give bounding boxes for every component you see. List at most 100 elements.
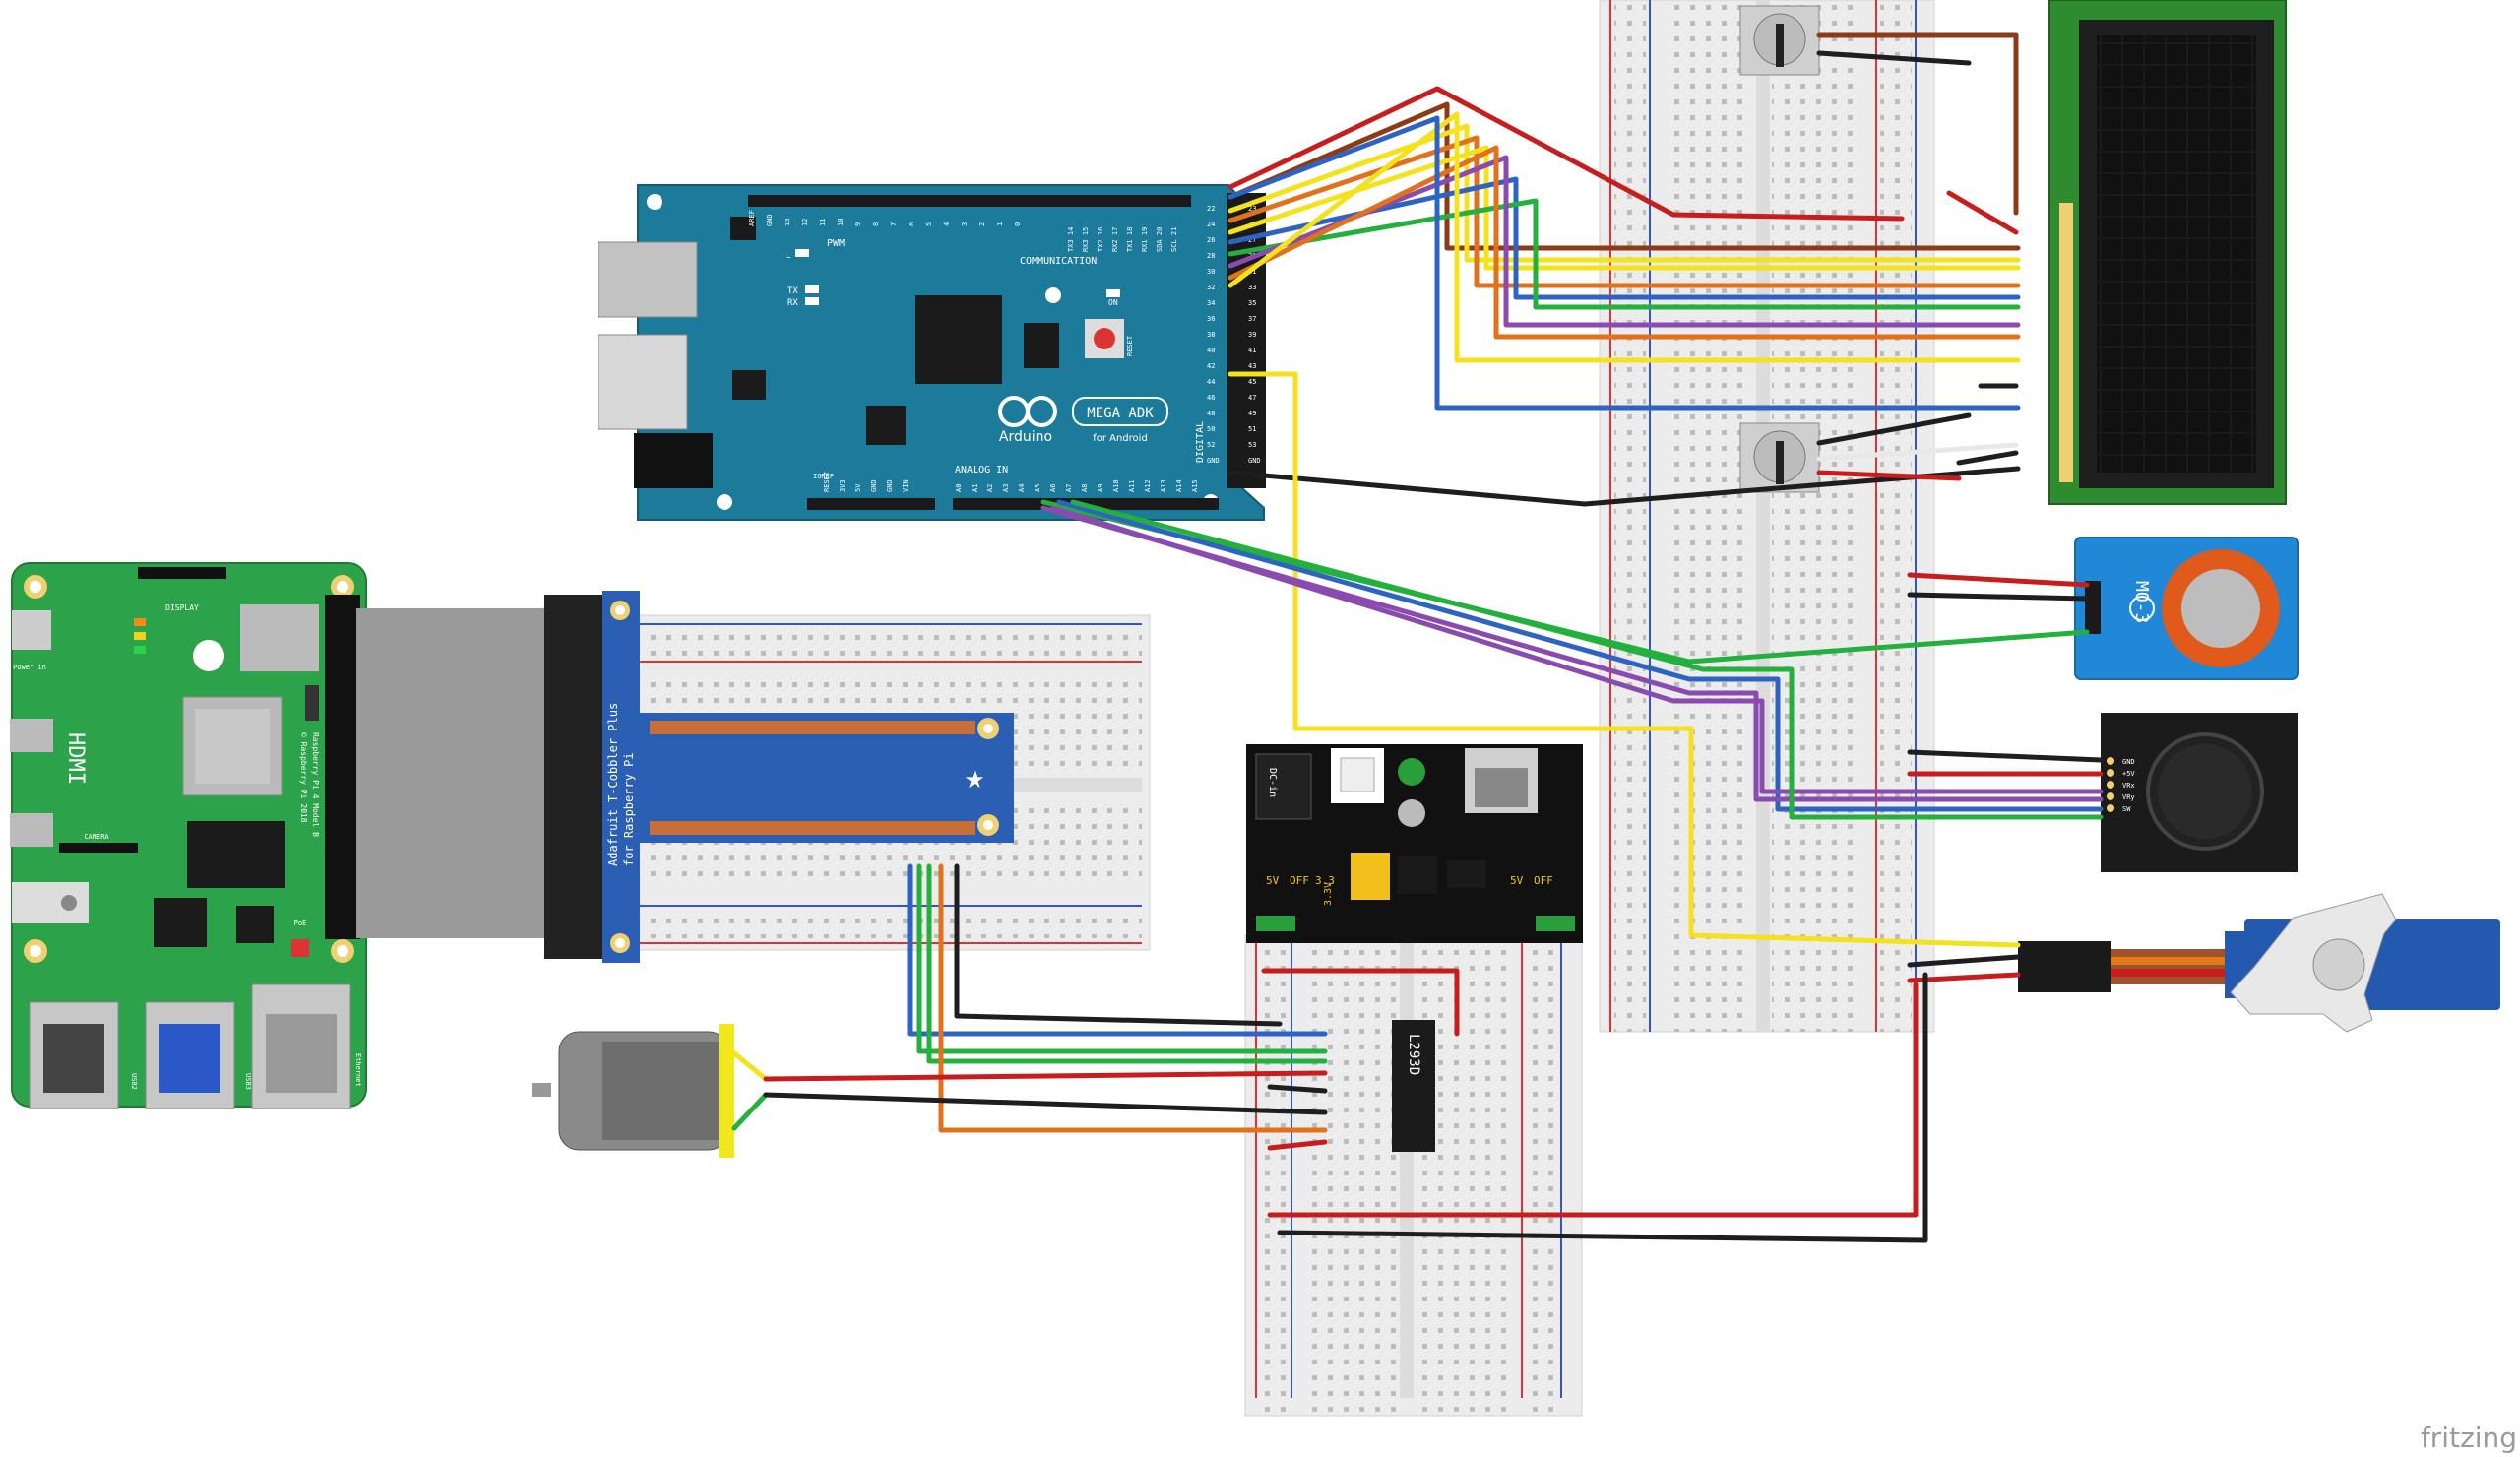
rpi-usb2-label: USB2 [130,1073,138,1090]
rpi-power-label: Power in [13,664,46,671]
wire-green-mq3 [1040,499,2090,665]
rpi-model-label: Raspberry Pi 4 Model B [311,732,320,837]
joystick-pin [2107,792,2114,800]
wire-red-l293-1 [1267,1139,1328,1151]
arduino-digital-pin-label: 51 [1248,425,1256,433]
cobbler-title: Adafruit T-Cobbler Plus [606,703,620,866]
arduino-digital-label: DIGITAL [1195,421,1206,463]
arduino-digital-pin-label: 36 [1207,315,1215,323]
wire-red-bottom [1267,982,1919,1218]
arduino-pwm-pin-label: 3 [961,222,969,226]
wire-black-mq3 [1907,592,2090,602]
wire-red-motor [763,1070,1328,1082]
arduino-digital-pin-label: 48 [1207,410,1215,417]
arduino-digital-pin-label: GND [1207,457,1220,465]
arduino-digital-pin-label: 43 [1248,362,1256,370]
wire-black-l293-1 [1267,1084,1328,1094]
arduino-comm-pin-label: RX3 15 [1082,227,1090,252]
dc-motor [532,1024,734,1158]
wire-black-pot-4 [1956,450,2019,466]
arduino-comm-pin-label: RX1 19 [1141,227,1149,252]
arduino-digital-pin-label: 23 [1248,205,1256,213]
arduino-digital-pin-label: 39 [1248,331,1256,339]
arduino-reset-label: RESET [1126,335,1134,356]
joystick-pin [2107,781,2114,789]
arduino-digital-pin-label: GND [1248,457,1261,465]
rpi-ethernet-label: Ethernet [354,1053,362,1087]
power-5v-label: 5V [1266,874,1280,887]
arduino-pwm-pin-label: 0 [1014,222,1022,226]
arduino-analog-pin-label: A10 [1112,479,1120,492]
arduino-digital-pin-label: 38 [1207,331,1215,339]
wire-white-pot [1816,442,2019,462]
arduino-digital-pin-label: 35 [1248,299,1256,307]
wire-black-joy [1907,749,2104,763]
arduino-comm-pin-label: SDA 20 [1156,227,1164,252]
arduino-pwm-pin-label: 9 [854,222,862,226]
arduino-pwm-pin-label: 6 [908,222,915,226]
fritzing-watermark: fritzing [2421,1422,2517,1454]
arduino-pwm-pin-label: 1 [996,222,1004,226]
breadboard-right [1599,0,1935,1033]
arduino-analog-pin-label: A9 [1097,484,1104,492]
arduino-digital-pin-label: 50 [1207,425,1215,433]
lcd-display [2048,0,2287,505]
arduino-digital-pin-label: 53 [1248,441,1256,449]
wire-blue-cobbler [907,863,1328,1037]
arduino-pwm-pin-label: 13 [784,219,791,226]
arduino-digital-pin-label: 33 [1248,284,1256,291]
wire-black-cobbler [954,863,1283,1027]
arduino-power-pin-label: GND [870,479,878,492]
arduino-analog-pin-label: A0 [955,484,963,492]
wire-yellow-lcd-3 [1228,111,2021,363]
joystick-pin-label: VRy [2122,793,2135,801]
arduino-analog-pin-label: A1 [971,484,978,492]
wire-black-motor [763,1092,1328,1115]
rpi-camera-label: CAMERA [84,833,109,841]
arduino-mega: Arduino MEGA ADK for Android PWM COMMUNI… [598,184,1266,521]
wire-orange-cobbler [938,863,1328,1133]
breadboard-bottom [1244,934,1583,1417]
wire-yellow-motor [731,1050,769,1082]
arduino-comm-pin-label: RX2 17 [1111,227,1119,252]
wire-red-pot [1946,190,2019,235]
arduino-digital-pin-label: 30 [1207,268,1215,276]
wire-purple-joy-2 [1050,505,2104,794]
wire-brown-lcd [1228,101,2021,251]
arduino-pwm-pin-label: 2 [978,222,986,226]
wire-green-cobbler-2 [926,863,1328,1064]
arduino-led-l-label: L [786,251,790,261]
wire-black-gnd [1228,466,2021,507]
arduino-digital-pin-label: 47 [1248,394,1256,402]
joystick-pin-label: +5V [2122,770,2135,778]
arduino-analog-pin-label: A12 [1144,479,1152,492]
l293d-chip: L293D [1392,1020,1435,1152]
wire-blue-joy [1056,499,2104,812]
wire-red-pot-2 [1816,470,1962,481]
wire-green-cobbler [916,863,1328,1054]
rpi-copyright-label: © Raspberry Pi 2018 [299,732,308,823]
power-off-label: OFF [1290,874,1309,887]
joystick-pin-label: VRx [2122,782,2135,790]
arduino-power-pin-label: 3V3 [839,479,847,492]
arduino-digital-pin-label: 26 [1207,236,1215,244]
joystick-pin [2107,804,2114,812]
wire-black-pot [1816,50,1972,66]
wire-brown-pot [1816,32,2019,216]
arduino-analog-pin-label: A4 [1018,484,1026,492]
arduino-pwm-pin-label: 10 [837,219,845,226]
joystick-pin-label: GND [2122,758,2135,766]
arduino-power-pin-label: RESET [823,471,831,492]
power-module: DC-in 5V OFF 3.3 5V OFF 3.3V [1246,744,1583,943]
wire-blue-lcd-2 [1228,115,2021,411]
arduino-analog-pin-label: A7 [1065,484,1073,492]
wire-orange-lcd-2 [1228,145,2021,340]
arduino-digital-pin-label: 32 [1207,284,1215,291]
arduino-digital-pin-label: 37 [1248,315,1256,323]
rpi-poe-label: PoE [294,919,307,927]
wire-black-pot-2 [1816,412,1972,446]
arduino-comm-pin-label: TX3 14 [1067,227,1075,252]
arduino-pwm-pin-label: 8 [872,222,880,226]
arduino-pwm-pin-label: AREF [748,210,756,226]
